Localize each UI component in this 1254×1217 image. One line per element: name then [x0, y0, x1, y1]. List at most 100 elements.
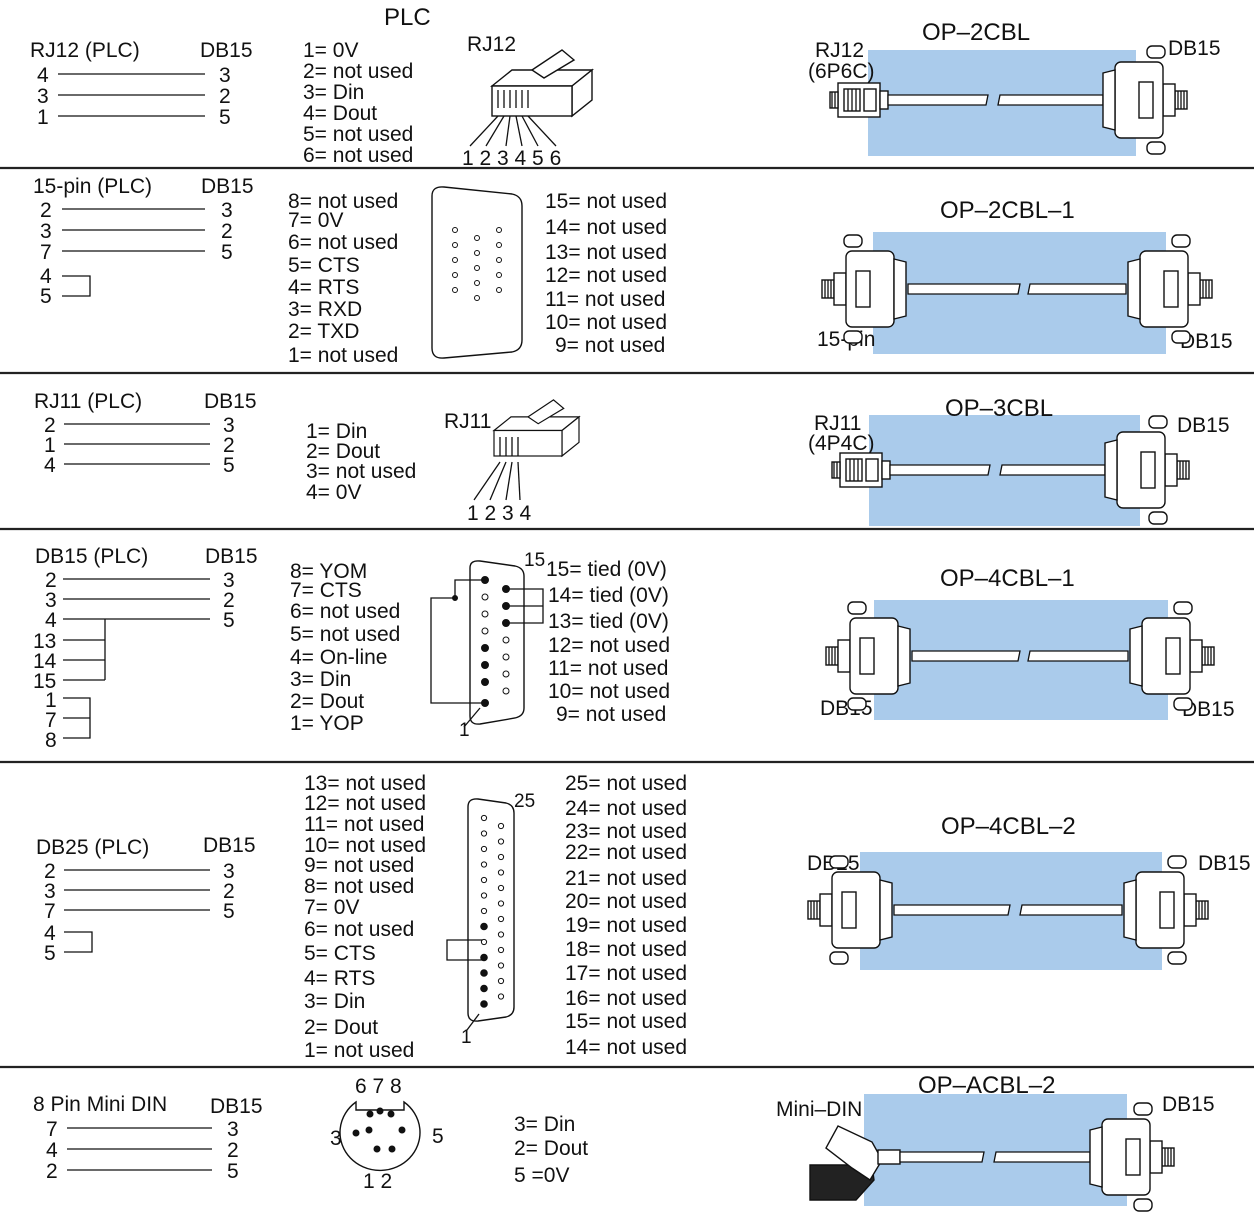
row-rj12: PLC RJ12 (PLC) DB15 4 3 1 3 2 5 1= 0V 2=… [30, 4, 1221, 170]
pin-label: 11= not used [545, 288, 665, 311]
wiring-left-pin: 2 [44, 414, 56, 437]
row-separators [0, 166, 1254, 1069]
cable-op-2cbl: OP–2CBL RJ12 (6P6C) DB15 [808, 19, 1221, 156]
pin-label: 13= tied (0V) [548, 610, 669, 633]
pin-label: 25= not used [565, 772, 687, 795]
db25-pin [497, 977, 505, 985]
cable-end-right: DB15 [1198, 852, 1251, 875]
pin-label: 12= not used [548, 634, 670, 657]
cable-background [864, 1094, 1127, 1206]
pin-label: 7= 0V [304, 896, 359, 919]
wiring-right-pin: 5 [223, 609, 235, 632]
pin-label: 5= not used [303, 123, 413, 146]
wiring-table: DB25 (PLC) DB15 2 3 7 3 2 5 4 5 [36, 834, 256, 965]
wiring-left-pin: 2 [46, 1160, 58, 1183]
db25-pin [480, 938, 488, 946]
pin-label: 5= CTS [304, 942, 376, 965]
wiring-left-pin: 3 [40, 220, 52, 243]
cable-name: OP–2CBL [922, 19, 1030, 46]
wiring-left-pin: 7 [40, 241, 52, 264]
row-db15: DB15 (PLC) DB15 2 3 4 3 2 5 13 14 15 1 7… [33, 545, 1235, 752]
jumper-pin: 4 [44, 922, 56, 945]
pin-list: 1= 0V 2= not used 3= Din 4= Dout 5= not … [303, 39, 413, 167]
wiring-right-pin: 5 [223, 900, 235, 923]
pin-label: 11= not used [548, 657, 668, 680]
pin-label: 15= tied (0V) [546, 558, 667, 581]
pin-number-label: 15 [524, 550, 545, 571]
cable-op-3cbl: OP–3CBL RJ11 (4P4C) DB15 [808, 395, 1230, 526]
pin-label: 19= not used [565, 914, 687, 937]
pin-label: 7= CTS [290, 579, 362, 602]
pin-label: 3= not used [306, 460, 416, 483]
pin-label: 2= not used [303, 60, 413, 83]
connector-label: RJ12 [467, 33, 516, 56]
db25-pin [497, 869, 505, 876]
d-sub-connector-icon [431, 186, 523, 359]
pin-label: 14= tied (0V) [548, 584, 669, 607]
pin-list: 1= Din 2= Dout 3= not used 4= 0V [306, 420, 416, 504]
d-sub-connector-icon: 15 1 [430, 550, 545, 741]
pin-label: 6= not used [288, 231, 398, 254]
wiring-left-pin: 4 [37, 64, 49, 87]
pin-label: 12= not used [304, 792, 426, 815]
pin-number-label: 6 7 8 [355, 1075, 402, 1098]
pin-number-label: 1 [461, 1027, 472, 1048]
pin-label: 21= not used [565, 867, 687, 890]
wiring-table: 8 Pin Mini DIN DB15 7 4 2 3 2 5 [33, 1093, 263, 1183]
pin-label: 15= not used [545, 190, 667, 213]
db25-pin [480, 814, 488, 822]
cable-op-4cbl-2: OP–4CBL–2 DB25 DB15 [807, 813, 1251, 970]
cable-end-right: DB15 [1168, 37, 1221, 60]
wiring-table: RJ11 (PLC) DB15 2 1 4 3 2 5 [34, 390, 257, 477]
wiring-right-pin: 2 [221, 220, 233, 243]
db25-pin [497, 915, 505, 923]
wiring-left-pin: 14 [33, 650, 57, 673]
pin-list-right: 15= tied (0V) 14= tied (0V) 13= tied (0V… [546, 558, 670, 726]
mini-din-plug-icon [809, 1125, 901, 1201]
jumper-pin: 5 [40, 285, 52, 308]
db25-pin [480, 876, 488, 884]
pin-label: 13= not used [304, 772, 426, 795]
wiring-left-pin: 1 [45, 689, 57, 712]
pin-label: 4= Dout [303, 102, 377, 125]
cable-op-2cbl-1: OP–2CBL–1 15-pin DB15 [817, 197, 1233, 354]
wiring-right-title: DB15 [200, 39, 253, 62]
db25-pin [480, 861, 488, 868]
connector-pin-numbers: 1 2 3 4 5 6 [462, 147, 561, 170]
pin-label: 8= YOM [290, 560, 367, 583]
connector-pin-numbers: 1 2 3 4 [467, 502, 532, 525]
db25-pin [497, 962, 505, 969]
wiring-left-pin: 3 [45, 589, 57, 612]
pin-list-left: 8= YOM 7= CTS 6= not used 5= not used 4=… [290, 560, 400, 735]
pin-label: 14= not used [545, 216, 667, 239]
pin-label: 4= On-line [290, 646, 387, 669]
wiring-right-title: DB15 [203, 834, 256, 857]
cable-op-acbl-2: OP–ACBL–2 Mini–DIN DB15 [776, 1072, 1215, 1211]
pin-number-label: 3 [330, 1127, 342, 1150]
wiring-left-pin: 4 [45, 609, 57, 632]
cable-name: OP–4CBL–1 [940, 565, 1075, 592]
pin-label: 18= not used [565, 938, 687, 961]
db25-pin [480, 907, 488, 915]
pin-label: 1= 0V [303, 39, 358, 62]
db25-pin [497, 993, 505, 1000]
pin-label: 5= CTS [288, 254, 360, 277]
pin-label: 3= RXD [288, 298, 362, 321]
wiring-table: 15-pin (PLC) DB15 2 3 7 3 2 5 4 5 [33, 175, 254, 308]
pin-label: 13= not used [545, 241, 667, 264]
row-mini-din: 8 Pin Mini DIN DB15 7 4 2 3 2 5 6 7 8 3 … [33, 1072, 1215, 1211]
pin-label: 23= not used [565, 820, 687, 843]
wiring-right-title: DB15 [205, 545, 258, 568]
db25-pin [480, 922, 488, 931]
db25-pin [497, 884, 505, 892]
pin-label: 5 =0V [514, 1164, 569, 1187]
wiring-right-pin: 3 [223, 569, 235, 592]
wiring-table: RJ12 (PLC) DB15 4 3 1 3 2 5 [30, 39, 253, 129]
db25-pin [480, 830, 488, 837]
pin-label: 1= not used [304, 1039, 414, 1062]
db25-pin [480, 845, 488, 853]
pin-label: 4= RTS [304, 967, 375, 990]
pin-label: 2= Dout [306, 440, 380, 463]
wiring-right-title: DB15 [201, 175, 254, 198]
